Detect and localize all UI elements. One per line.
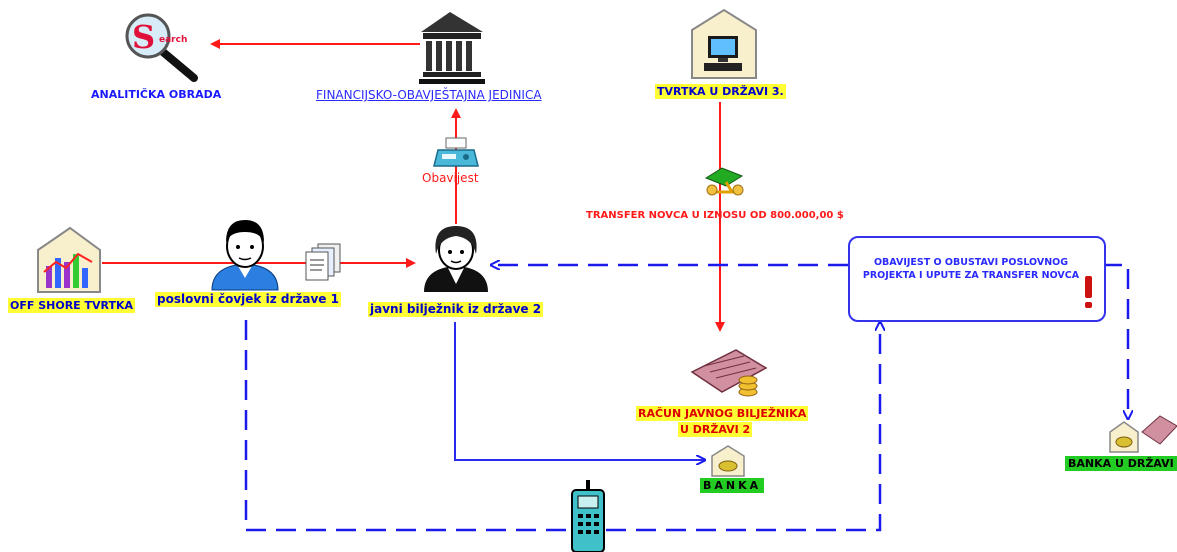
businessman-icon (211, 220, 279, 291)
label-notification: Obavijest (422, 171, 479, 185)
mobile-phone-icon (571, 480, 605, 552)
label-bank-state: BANKA U DRŽAVI (1065, 456, 1177, 471)
label-notary-account-2: U DRŽAVI 2 (678, 422, 753, 437)
notice-text: OBAVIJEST O OBUSTAVI POSLOVNOG PROJEKTA … (862, 257, 1080, 281)
fax-machine-icon (433, 137, 479, 167)
label-bank: BANKA (700, 478, 765, 493)
label-notary: javni bilježnik iz države 2 (368, 302, 544, 317)
label-transfer: TRANSFER NOVCA U IZNOSU OD 800.000,00 $ (586, 210, 844, 221)
search-magnifier-icon: S earch (125, 13, 198, 82)
dashed-notice-to-bank-state (1102, 263, 1128, 418)
dashed-businessman-to-notice (244, 320, 880, 532)
label-notary-account-1: RAČUN JAVNOG BILJEŽNIKA (636, 406, 809, 421)
label-offshore: OFF SHORE TVRTKA (8, 298, 136, 313)
label-fiu: FINANCIJSKO-OBAVJEŠTAJNA JEDINICA (316, 88, 542, 102)
notice-box: OBAVIJEST O OBUSTAVI POSLOVNOG PROJEKTA … (848, 236, 1106, 322)
label-businessman: poslovni čovjek iz države 1 (155, 292, 341, 307)
arrow-notary-to-bank (454, 322, 704, 460)
bank-state-house-icon (1109, 415, 1177, 453)
search-letter-big: S (132, 18, 155, 56)
search-letter-small: earch (159, 35, 187, 45)
bank-building-icon (419, 12, 485, 84)
label-company3: TVRTKA U DRŽAVI 3. (655, 84, 786, 99)
bank-house-icon (711, 445, 745, 477)
chart-house-icon (37, 226, 101, 293)
money-transfer-icon (704, 167, 744, 196)
exclamation-icon (1085, 276, 1092, 308)
label-analytic: ANALITIČKA OBRADA (91, 88, 222, 101)
documents-icon (305, 243, 341, 281)
computer-house-icon (691, 8, 757, 79)
coins-icon (690, 349, 768, 397)
notary-icon (424, 226, 488, 292)
